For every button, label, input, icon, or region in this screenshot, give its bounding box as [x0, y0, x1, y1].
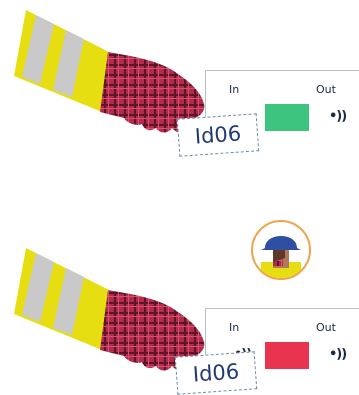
hi-vis-sleeve — [14, 248, 115, 350]
status-light-red — [265, 342, 309, 369]
hi-vis-sleeve — [14, 10, 115, 112]
nfc-out-icon: •)) — [329, 347, 346, 362]
status-light-green — [265, 104, 309, 131]
id06-badge: Id06 — [177, 113, 259, 156]
out-label: Out — [316, 321, 336, 334]
id06-badge: Id06 — [175, 351, 257, 394]
scan-scene-denied: In Out •)) •)) Id06 — [0, 200, 359, 390]
scan-scene-granted: In Out •)) Id06 — [0, 0, 359, 190]
out-label: Out — [316, 83, 336, 96]
helmet-icon — [261, 236, 301, 250]
nfc-out-icon: •)) — [329, 109, 346, 124]
worker-avatar — [251, 220, 311, 280]
